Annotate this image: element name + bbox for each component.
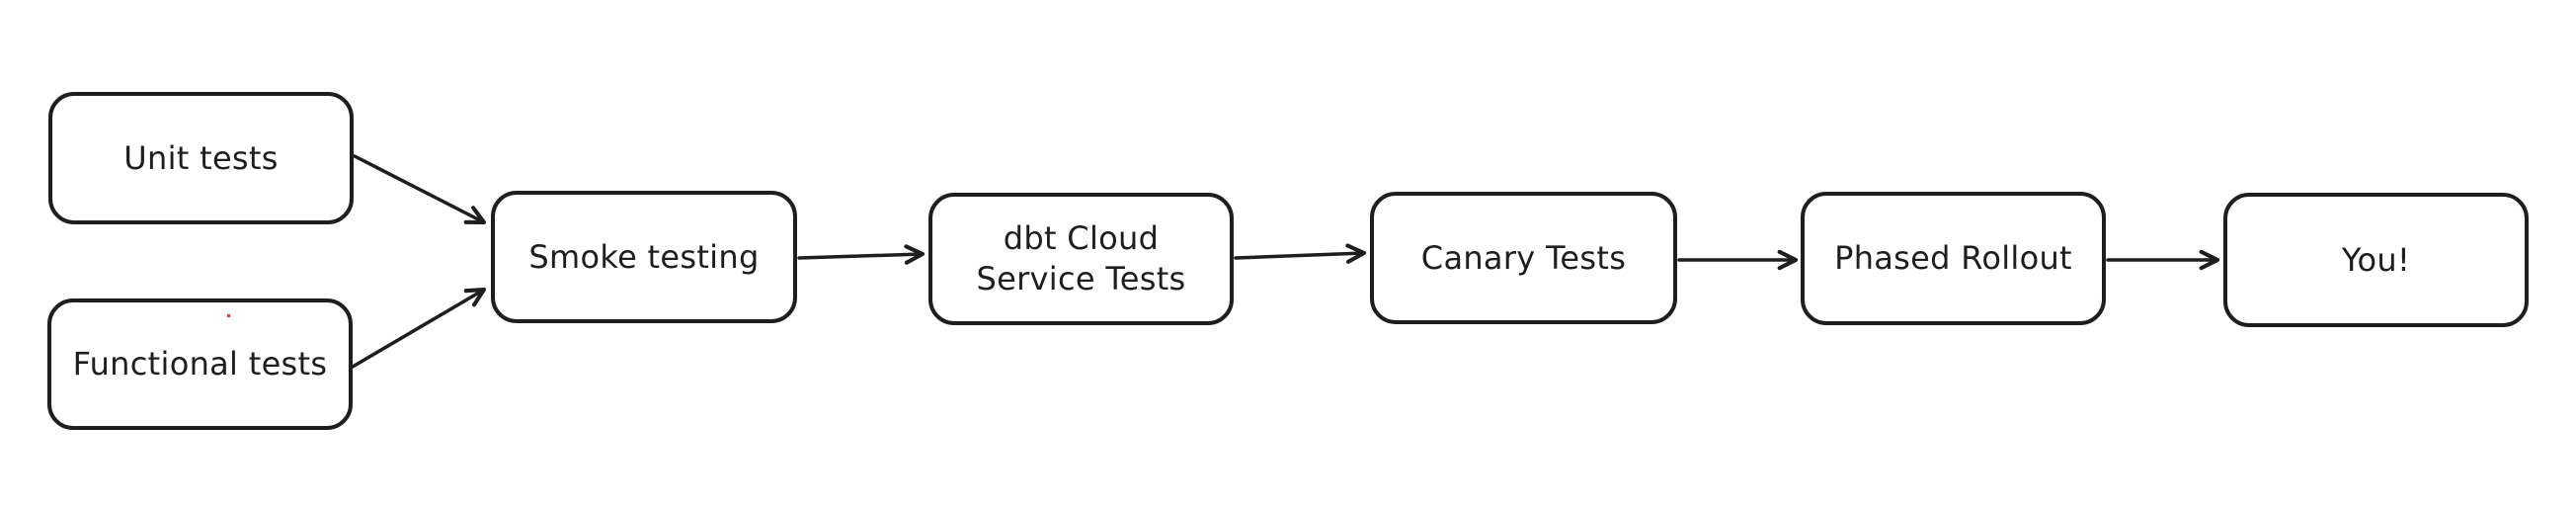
stray-red-dot [227, 314, 230, 317]
node-functional-tests: Functional tests [47, 298, 353, 430]
node-dbt-cloud-service-tests: dbt Cloud Service Tests [928, 193, 1234, 325]
node-phased-rollout: Phased Rollout [1801, 192, 2106, 325]
arrow-smoke-testing-to-dbt-cloud [797, 244, 926, 265]
arrow-functional-tests-to-smoke-testing [351, 287, 487, 369]
arrow-dbt-cloud-to-canary-tests [1234, 243, 1367, 264]
arrow-unit-tests-to-smoke-testing [353, 154, 487, 225]
node-unit-tests: Unit tests [48, 92, 354, 224]
node-you: You! [2223, 193, 2529, 327]
node-canary-tests: Canary Tests [1370, 192, 1677, 324]
node-smoke-testing: Smoke testing [491, 191, 797, 323]
